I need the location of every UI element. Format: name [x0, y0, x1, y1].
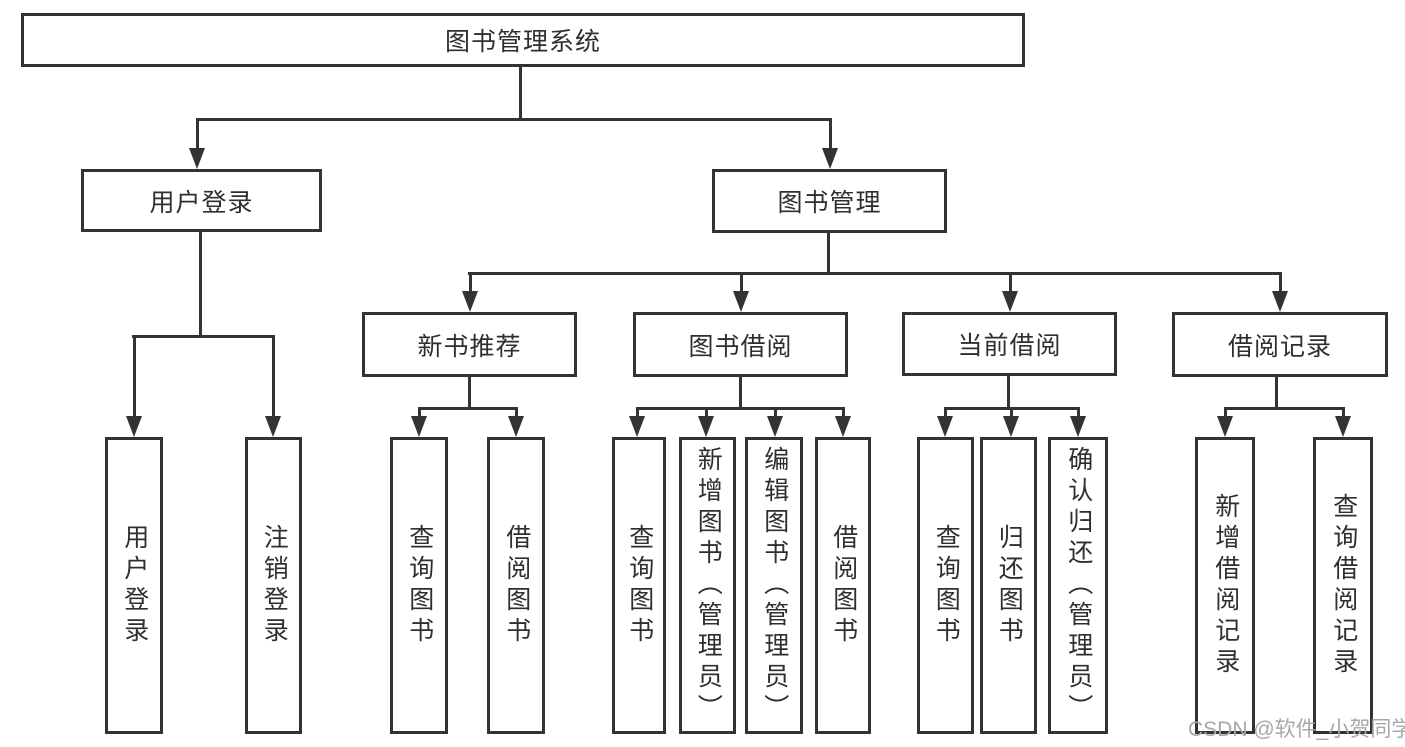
leaf-borrowing-edit-books-admin-label: 编辑图书（管理员） [760, 446, 789, 725]
connector-login-trunk [199, 231, 202, 338]
leaf-current-query-books: 查询图书 [917, 437, 974, 734]
connector-stem [1077, 407, 1080, 420]
node-book-borrowing-label: 图书借阅 [688, 332, 793, 361]
connector-stem [774, 407, 777, 420]
connector-stem [842, 407, 845, 420]
leaf-current-confirm-return-admin: 确认归还（管理员） [1048, 437, 1108, 734]
leaf-recommend-query-books: 查询图书 [390, 437, 448, 734]
arrow-down-icon [265, 416, 281, 437]
arrow-down-icon [189, 148, 205, 169]
connector-borrowing-trunk [739, 376, 742, 410]
connector-root-rail [196, 118, 831, 121]
arrow-down-icon [1003, 416, 1019, 437]
leaf-recommend-borrow-books: 借阅图书 [487, 437, 545, 734]
connector-records-rail [1224, 407, 1344, 410]
arrow-down-icon [462, 291, 478, 312]
leaf-borrowing-add-books-admin-label: 新增图书（管理员） [694, 446, 723, 725]
arrow-down-icon [508, 416, 524, 437]
leaf-records-add-record: 新增借阅记录 [1195, 437, 1255, 734]
connector-recommend-rail [418, 407, 517, 410]
leaf-current-query-books-label: 查询图书 [932, 523, 961, 648]
node-user-login-label: 用户登录 [149, 188, 254, 217]
arrow-down-icon [1217, 416, 1233, 437]
arrow-down-icon [822, 148, 838, 169]
leaf-logout-label: 注销登录 [260, 523, 289, 648]
connector-manage-rail [468, 272, 1281, 275]
connector-stem [272, 335, 275, 422]
connector-root-trunk [519, 67, 522, 120]
node-borrow-records-label: 借阅记录 [1227, 332, 1332, 361]
leaf-borrowing-add-books-admin: 新增图书（管理员） [679, 437, 736, 734]
leaf-borrowing-query-books-label: 查询图书 [625, 523, 654, 648]
connector-recommend-trunk [468, 376, 471, 410]
csdn-watermark: CSDN @软件_小贺同学 [1188, 718, 1405, 741]
node-book-management-label: 图书管理 [777, 189, 882, 217]
node-new-book-recommend: 新书推荐 [362, 312, 577, 377]
connector-stem [636, 407, 639, 420]
leaf-current-confirm-return-admin-label: 确认归还（管理员） [1064, 446, 1093, 725]
node-root-label: 图书管理系统 [444, 28, 601, 56]
connector-stem [133, 335, 136, 422]
arrow-down-icon [835, 416, 851, 437]
arrow-down-icon [126, 416, 142, 437]
arrow-down-icon [629, 416, 645, 437]
leaf-borrowing-edit-books-admin: 编辑图书（管理员） [745, 437, 803, 734]
connector-stem [1279, 272, 1282, 297]
node-book-borrowing: 图书借阅 [633, 312, 848, 377]
arrow-down-icon [767, 416, 783, 437]
node-current-borrowing-label: 当前借阅 [957, 332, 1062, 360]
leaf-current-return-books-label: 归还图书 [995, 523, 1024, 648]
leaf-records-add-record-label: 新增借阅记录 [1211, 492, 1240, 679]
leaf-records-query-record-label: 查询借阅记录 [1329, 492, 1358, 679]
connector-records-trunk [1275, 376, 1278, 410]
arrow-down-icon [1335, 416, 1351, 437]
connector-stem [1224, 407, 1227, 420]
arrow-down-icon [937, 416, 953, 437]
leaf-records-query-record: 查询借阅记录 [1313, 437, 1373, 734]
connector-stem [196, 118, 199, 154]
leaf-current-return-books: 归还图书 [980, 437, 1037, 734]
leaf-borrowing-query-books: 查询图书 [612, 437, 666, 734]
connector-stem [944, 407, 947, 420]
connector-stem [1010, 407, 1013, 420]
connector-borrowing-rail [636, 407, 844, 410]
arrow-down-icon [1002, 291, 1018, 312]
arrow-down-icon [411, 416, 427, 437]
connector-manage-trunk [827, 232, 830, 275]
connector-stem [829, 118, 832, 154]
connector-login-rail [132, 335, 274, 338]
connector-current-trunk [1007, 375, 1010, 410]
leaf-user-login-label: 用户登录 [120, 523, 149, 648]
leaf-recommend-query-books-label: 查询图书 [405, 523, 434, 648]
node-new-book-recommend-label: 新书推荐 [417, 332, 522, 361]
leaf-recommend-borrow-books-label: 借阅图书 [502, 523, 531, 648]
node-root-system: 图书管理系统 [21, 13, 1025, 67]
node-book-management: 图书管理 [712, 169, 947, 233]
leaf-logout: 注销登录 [245, 437, 302, 734]
connector-stem [1009, 272, 1012, 297]
leaf-borrowing-borrow-books-label: 借阅图书 [829, 523, 858, 648]
connector-stem [515, 407, 518, 420]
node-current-borrowing: 当前借阅 [902, 312, 1117, 376]
leaf-user-login: 用户登录 [105, 437, 163, 734]
node-borrow-records: 借阅记录 [1172, 312, 1388, 377]
arrow-down-icon [1272, 291, 1288, 312]
node-user-login: 用户登录 [81, 169, 322, 232]
connector-stem [1342, 407, 1345, 420]
connector-stem [469, 272, 472, 297]
arrow-down-icon [733, 291, 749, 312]
arrow-down-icon [698, 416, 714, 437]
connector-stem [740, 272, 743, 297]
connector-stem [418, 407, 421, 420]
arrow-down-icon [1070, 416, 1086, 437]
leaf-borrowing-borrow-books: 借阅图书 [815, 437, 871, 734]
connector-stem [705, 407, 708, 420]
